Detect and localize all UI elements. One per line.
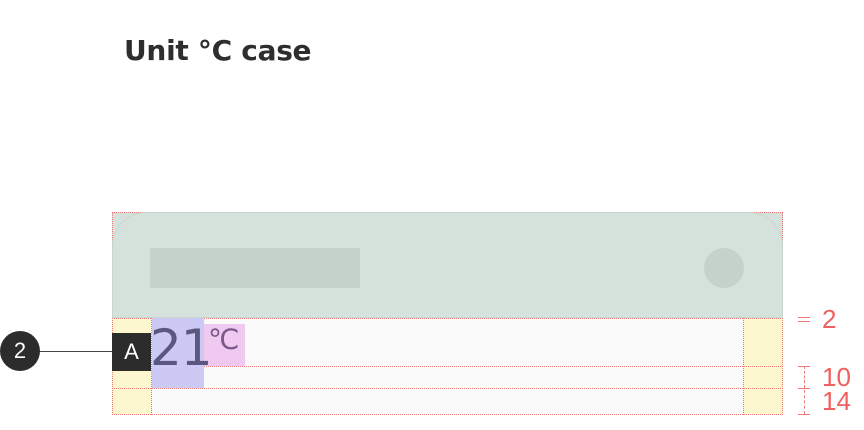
guide-line — [112, 388, 783, 389]
page-title: Unit °C case — [124, 34, 312, 67]
card-header-outline — [112, 212, 783, 318]
dimension-label: 2 — [822, 304, 837, 334]
guide-line — [112, 318, 783, 319]
temperature-value: 21 — [150, 319, 213, 377]
callout-number-badge: 2 — [0, 331, 40, 371]
callout-leader-line — [38, 351, 150, 352]
guide-line — [743, 318, 744, 415]
value-highlight — [152, 318, 204, 388]
temperature-unit: ℃ — [208, 323, 240, 356]
dimension-stem — [804, 366, 805, 388]
callout-letter-tag: A — [112, 333, 151, 371]
dimension-label: 14 — [822, 386, 851, 416]
guide-line — [112, 414, 783, 415]
dimension-tick — [798, 388, 810, 389]
dimension-stem — [804, 390, 805, 414]
header-icon-placeholder — [704, 248, 744, 288]
dimension-label: 10 — [822, 362, 851, 392]
header-title-placeholder — [150, 248, 360, 288]
guide-line — [112, 366, 783, 367]
dimension-tick — [798, 321, 810, 322]
unit-highlight — [204, 324, 245, 366]
guide-line — [782, 318, 783, 415]
dimension-tick — [798, 317, 810, 318]
dimension-tick — [798, 414, 810, 415]
guide-line — [151, 318, 152, 415]
